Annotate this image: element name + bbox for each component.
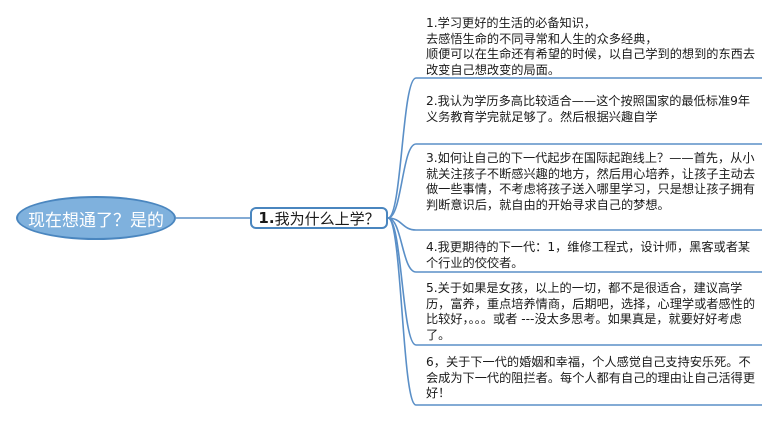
root-topic[interactable]: 现在想通了？是的 [16,196,176,240]
branch-link-5 [387,217,417,346]
subtopic-2[interactable]: 2.我认为学历多高比较适合——这个按照国家的最低标准9年义务教育学完就足够了。然… [426,94,751,124]
main-topic-number: 1. [258,209,275,227]
subtopic-5[interactable]: 5.关于如果是女孩，以上的一切，都不是很适合，建议高学历，富养，重点培养情商，后… [426,281,756,342]
subtopic-6[interactable]: 6，关于下一代的婚姻和幸福，个人感觉自己支持安乐死。不会成为下一代的阻拦者。每个… [426,355,756,401]
branch-link-6 [387,217,417,406]
subtopic-3[interactable]: 3.如何让自己的下一代起步在国际起跑线上？——首先，从小就关注孩子不断感兴趣的地… [426,151,756,212]
main-topic-label: 我为什么上学？ [274,209,380,228]
subtopic-4[interactable]: 4.我更期待的下一代：1，维修工程式，设计师，黑客或者某个行业的佼佼者。 [426,240,751,270]
branch-link-4 [387,217,417,273]
subtopic-1[interactable]: 1.学习更好的生活的必备知识， 去感悟生命的不同寻常和人生的众多经典， 顺便可以… [426,16,756,77]
root-topic-label: 现在想通了？是的 [28,210,164,231]
branch-link-1 [387,77,417,219]
main-topic[interactable]: 1.我为什么上学？ [250,207,388,229]
branch-link-2 [387,143,417,219]
